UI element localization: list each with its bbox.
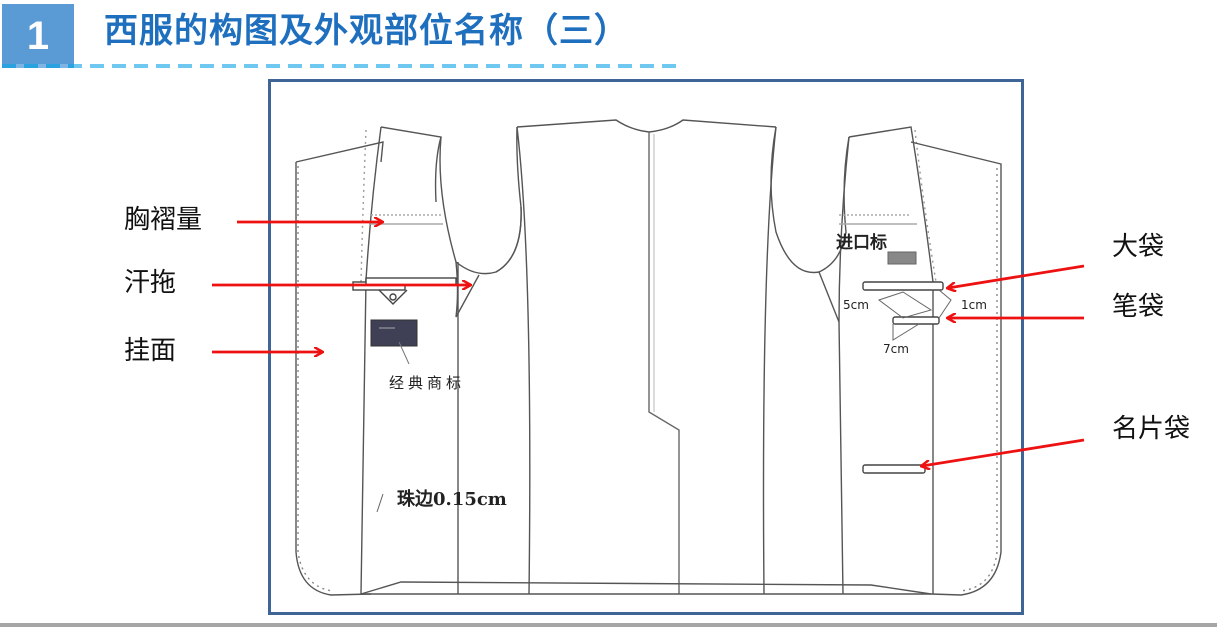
footer-divider: [0, 623, 1217, 627]
import-label-patch: [887, 251, 917, 265]
edge-stitch-annotation: 珠边0.15cm: [397, 489, 507, 510]
import-label-annotation: 进口标: [836, 233, 887, 253]
section-number-badge: 1: [2, 4, 74, 68]
callout-pen-pocket: 笔袋: [1112, 292, 1165, 322]
dimension-5cm: 5cm: [843, 298, 869, 312]
main-pocket: [862, 281, 944, 291]
callout-chest-dart: 胸褶量: [124, 205, 203, 235]
callout-sweat-pad: 汗拖: [124, 268, 177, 298]
suit-lining-diagram: 经典商标 进口标 珠边0.15cm 5cm 1cm 7cm: [268, 79, 1024, 615]
brand-label-annotation: 经典商标: [389, 374, 466, 392]
title-dashed-underline-badge: [2, 64, 74, 68]
pen-pocket: [892, 316, 940, 325]
arrow-main-pocket: [948, 264, 1085, 288]
callout-card-pocket: 名片袋: [1112, 414, 1191, 444]
brand-label-patch: [370, 319, 418, 347]
dimension-7cm: 7cm: [883, 342, 909, 356]
suit-pattern-drawing: [295, 119, 1002, 596]
page-title: 西服的构图及外观部位名称（三）: [104, 11, 629, 51]
callout-facing: 挂面: [124, 336, 177, 366]
callout-main-pocket: 大袋: [1112, 232, 1165, 262]
dimension-1cm: 1cm: [961, 298, 987, 312]
arrow-card-pocket: [922, 438, 1085, 466]
title-dashed-underline: [2, 64, 682, 68]
